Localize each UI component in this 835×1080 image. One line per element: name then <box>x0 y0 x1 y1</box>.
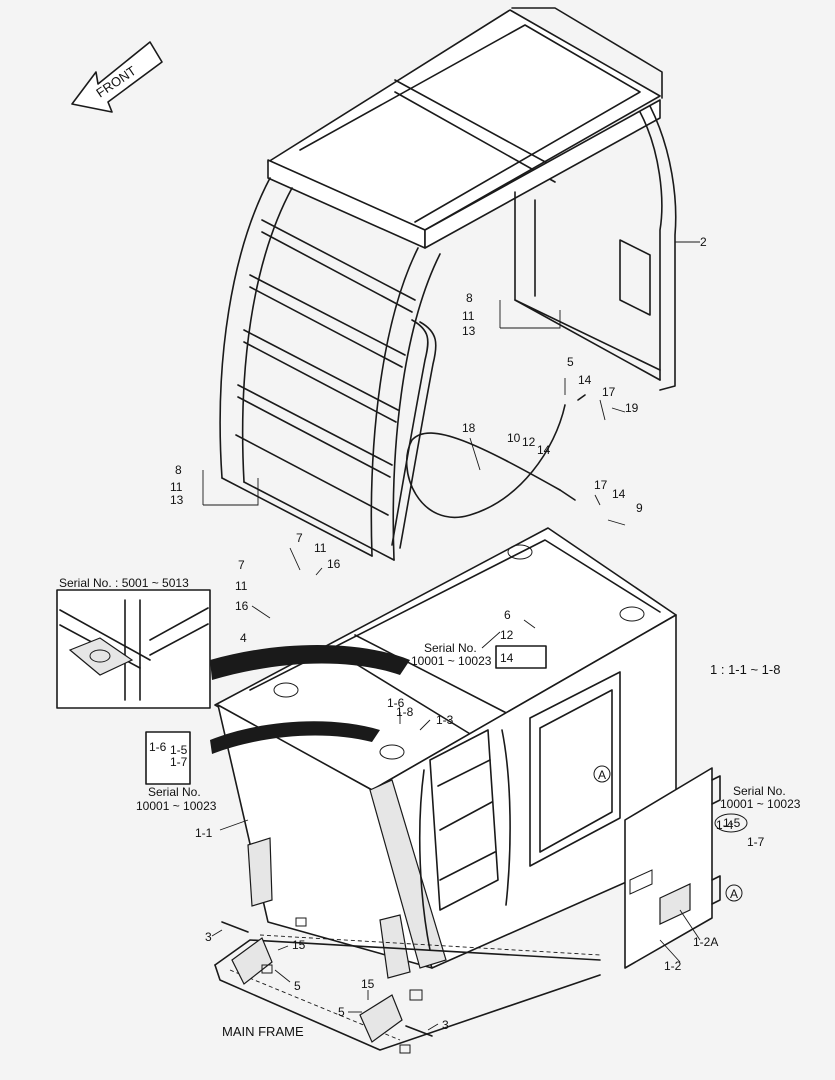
range-note: 1 : 1-1 ~ 1-8 <box>710 662 780 677</box>
part-label-16-upper: 16 <box>327 557 341 571</box>
part-label-3-left: 3 <box>205 930 212 944</box>
serial-note-c-line1: Serial No. <box>733 784 786 798</box>
part-label-14-box: 14 <box>500 651 514 665</box>
main-frame-label: MAIN FRAME <box>222 1024 304 1039</box>
part-label-1-2a: 1-2A <box>693 935 718 949</box>
part-label-13-upper: 13 <box>462 324 476 338</box>
part-label-1-6-body: 1-6 <box>387 696 405 710</box>
part-label-6: 6 <box>504 608 511 622</box>
detail-a-label-1: A <box>598 768 606 782</box>
part-label-18: 18 <box>462 421 476 435</box>
part-label-1-6-box: 1-6 <box>149 740 167 754</box>
part-label-19: 19 <box>625 401 639 415</box>
part-label-14-mid: 14 <box>537 443 551 457</box>
part-label-8-left: 8 <box>175 463 182 477</box>
part-label-11-left: 11 <box>170 480 183 494</box>
part-label-5-right: 5 <box>338 1005 345 1019</box>
part-label-1-7-box: 1-7 <box>170 755 188 769</box>
callout-box-14 <box>495 645 547 669</box>
part-label-7-lower: 7 <box>238 558 245 572</box>
part-label-11-upper: 11 <box>462 309 475 323</box>
serial-note-b-line1: Serial No. <box>148 785 201 799</box>
leader-lines <box>202 241 701 1031</box>
part-label-15-right: 15 <box>361 977 375 991</box>
serial-note-c-line2: 10001 ~ 10023 <box>720 797 801 811</box>
part-label-8-upper: 8 <box>466 291 473 305</box>
part-label-4: 4 <box>240 631 247 645</box>
part-label-12-body: 12 <box>500 628 514 642</box>
inset-serial-note: Serial No. : 5001 ~ 5013 <box>59 576 189 590</box>
detail-a-label-2: A <box>730 887 738 901</box>
part-label-5-cable: 5 <box>567 355 574 369</box>
serial-note-b-line2: 10001 ~ 10023 <box>136 799 217 813</box>
part-label-11-bracket: 11 <box>314 541 327 555</box>
part-label-12-upper: 12 <box>522 435 536 449</box>
part-label-16-lower: 16 <box>235 599 249 613</box>
part-labels: 2 8 11 13 5 14 17 19 18 10 12 14 17 14 9… <box>149 235 765 1032</box>
part-label-9: 9 <box>636 501 643 515</box>
part-label-17-upper: 17 <box>602 385 616 399</box>
inset-detail <box>56 589 211 709</box>
main-frame <box>214 917 601 1054</box>
part-label-11-lower: 11 <box>235 579 248 593</box>
part-label-1-5-box: 1-5 <box>170 743 188 757</box>
part-label-14-lower: 14 <box>612 487 626 501</box>
detail-a-marker-1 <box>593 765 611 783</box>
part-label-3-right: 3 <box>442 1018 449 1032</box>
front-direction-arrow: FRONT <box>71 41 163 113</box>
serial-note-a-line1: Serial No. <box>424 641 477 655</box>
cab-body <box>214 527 677 979</box>
part-label-1-7-door: 1-7 <box>747 835 765 849</box>
callout-circle-1-5 <box>714 813 748 833</box>
part-label-1-5-door: 1-5 <box>723 816 741 830</box>
detail-a-marker-2 <box>725 884 743 902</box>
part-label-2: 2 <box>700 235 707 249</box>
part-label-1-3: 1-3 <box>436 713 454 727</box>
part-label-10: 10 <box>507 431 521 445</box>
serial-note-a-line2: 10001 ~ 10023 <box>411 654 492 668</box>
part-label-1-4: 1-4 <box>716 818 734 832</box>
part-label-15-left: 15 <box>292 938 306 952</box>
cable <box>405 404 566 518</box>
part-label-14-cable: 14 <box>578 373 592 387</box>
part-label-7-upper: 7 <box>296 531 303 545</box>
part-label-13-left: 13 <box>170 493 184 507</box>
part-label-17-lower: 17 <box>594 478 608 492</box>
callout-box-1-5 <box>145 731 191 785</box>
part-label-1-8: 1-8 <box>396 705 414 719</box>
door-panel <box>624 767 721 969</box>
part-label-5-left: 5 <box>294 979 301 993</box>
canopy-frame <box>219 7 677 561</box>
part-label-1-2: 1-2 <box>664 959 682 973</box>
part-label-1-1: 1-1 <box>195 826 213 840</box>
